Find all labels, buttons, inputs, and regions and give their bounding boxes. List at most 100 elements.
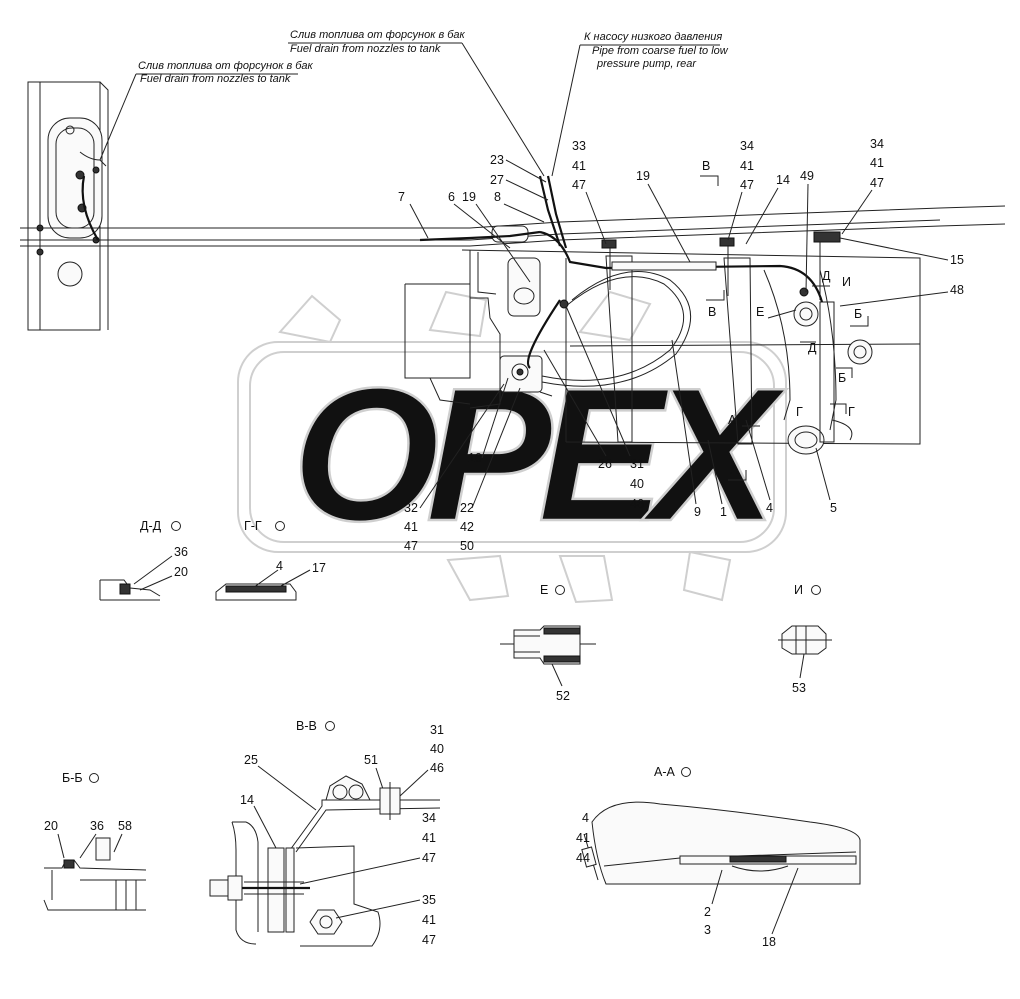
tank-straps <box>601 231 841 445</box>
label-47: 47 <box>422 933 436 947</box>
marker-d-bottom: Д <box>808 341 817 355</box>
annotation-drain-top: Слив топлива от форсунок в бак Fuel drai… <box>288 29 545 177</box>
label-19: 19 <box>636 169 650 183</box>
label-35: 35 <box>422 893 436 907</box>
marker-b-top: Б <box>854 307 862 321</box>
section-bb: Б-Б 20 36 58 <box>43 771 147 911</box>
label-42: 42 <box>460 520 474 534</box>
label-41: 41 <box>422 831 436 845</box>
label-47: 47 <box>422 851 436 865</box>
annotation-drain-left: Слив топлива от форсунок в бак Fuel drai… <box>99 60 314 161</box>
label-34: 34 <box>740 139 754 153</box>
label-10: 10 <box>468 451 482 465</box>
label-22: 22 <box>460 501 474 515</box>
watermark-text: OPEX <box>292 349 787 561</box>
marker-a-bottom: А <box>730 463 739 477</box>
label-49: 49 <box>800 169 814 183</box>
label-48: 48 <box>950 283 964 297</box>
marker-g-right: Г <box>848 405 855 419</box>
svg-text:Слив топлива от форсунок в бак: Слив топлива от форсунок в бак <box>290 29 466 41</box>
label-31: 31 <box>630 457 644 471</box>
section-i: И 53 <box>778 583 832 695</box>
frame-left-crossmember <box>27 81 109 331</box>
label-6: 6 <box>448 190 455 204</box>
label-46: 46 <box>430 761 444 775</box>
svg-text:К насосу низкого давления: К насосу низкого давления <box>584 31 722 43</box>
label-36: 36 <box>174 545 188 559</box>
label-19: 19 <box>462 190 476 204</box>
marker-b-bottom: Б <box>838 371 846 385</box>
fuel-filter <box>491 225 553 397</box>
section-dd: Д-Д 36 20 <box>99 519 188 601</box>
marker-d-top: Д <box>822 269 831 283</box>
label-44: 44 <box>576 851 590 865</box>
section-gg: Г-Г 4 17 <box>215 519 326 601</box>
annotation-pump: К насосу низкого давления Pipe from coar… <box>551 31 729 177</box>
label-15: 15 <box>950 253 964 267</box>
label-33: 33 <box>572 139 586 153</box>
label-5: 5 <box>830 501 837 515</box>
label-40: 40 <box>630 477 644 491</box>
section-title-vv: В-В <box>296 719 317 733</box>
label-34: 34 <box>870 137 884 151</box>
label-7: 7 <box>398 190 405 204</box>
label-41: 41 <box>740 159 754 173</box>
part-labels-main: 33 41 47 34 41 47 34 41 47 23 27 19 6 8 … <box>398 137 964 553</box>
label-53: 53 <box>792 681 806 695</box>
label-20: 20 <box>44 819 58 833</box>
label-18: 18 <box>762 935 776 949</box>
section-vv: В-В 31 40 46 25 51 14 34 41 47 3 <box>209 719 444 947</box>
label-4: 4 <box>276 559 283 573</box>
marker-e: Е <box>756 305 764 319</box>
label-8: 8 <box>494 190 501 204</box>
marker-v-top: В <box>702 159 710 173</box>
marker-i: И <box>842 275 851 289</box>
section-title-i: И <box>794 583 803 597</box>
section-e: Е 52 <box>500 583 596 703</box>
label-47: 47 <box>404 539 418 553</box>
label-51: 51 <box>364 753 378 767</box>
marker-g-left: Г <box>796 405 803 419</box>
label-34: 34 <box>422 811 436 825</box>
label-32: 32 <box>404 501 418 515</box>
label-27: 27 <box>490 173 504 187</box>
label-3: 3 <box>704 923 711 937</box>
svg-text:Слив топлива от форсунок в бак: Слив топлива от форсунок в бак <box>138 60 314 72</box>
label-25: 25 <box>244 753 258 767</box>
label-23: 23 <box>490 153 504 167</box>
label-40: 40 <box>430 742 444 756</box>
section-markers: В В Д И Е Б Д Б А Г Г А <box>700 159 869 481</box>
label-47: 47 <box>870 176 884 190</box>
label-47: 47 <box>572 178 586 192</box>
svg-text:Fuel drain from nozzles to tan: Fuel drain from nozzles to tank <box>290 43 441 55</box>
label-26: 26 <box>598 457 612 471</box>
label-41: 41 <box>422 913 436 927</box>
label-1: 1 <box>720 505 727 519</box>
label-2: 2 <box>704 905 711 919</box>
marker-v-bottom: В <box>708 305 716 319</box>
label-41: 41 <box>572 159 586 173</box>
section-title-e: Е <box>540 583 548 597</box>
label-41: 41 <box>576 831 590 845</box>
label-4: 4 <box>582 811 589 825</box>
label-31: 31 <box>430 723 444 737</box>
label-14: 14 <box>240 793 254 807</box>
label-14: 14 <box>776 173 790 187</box>
watermark-gear: OPEX <box>237 290 789 604</box>
section-title-bb: Б-Б <box>62 771 83 785</box>
label-9: 9 <box>694 505 701 519</box>
label-41: 41 <box>870 156 884 170</box>
label-50: 50 <box>460 539 474 553</box>
label-41: 41 <box>404 520 418 534</box>
label-58: 58 <box>118 819 132 833</box>
label-52: 52 <box>556 689 570 703</box>
label-20: 20 <box>174 565 188 579</box>
label-46: 46 <box>630 497 644 511</box>
svg-text:Fuel drain from nozzles to tan: Fuel drain from nozzles to tank <box>140 73 291 85</box>
marker-a-top: А <box>728 413 737 427</box>
label-4: 4 <box>766 501 773 515</box>
section-title-gg: Г-Г <box>244 519 262 533</box>
fuel-pipes <box>79 151 824 387</box>
section-aa: А-А 4 41 44 2 3 18 <box>576 765 861 949</box>
